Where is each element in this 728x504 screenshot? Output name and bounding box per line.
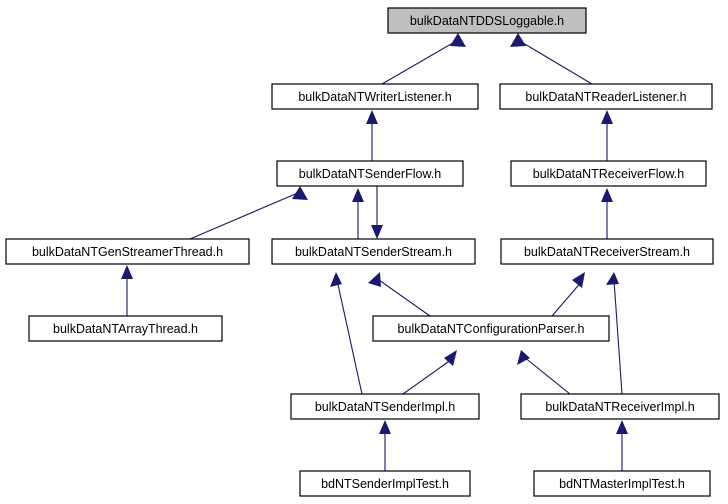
node-label: bulkDataNTReaderListener.h [525,90,686,104]
arrowhead-icon [450,33,466,47]
node-senderImpl[interactable]: bulkDataNTSenderImpl.h [290,393,480,420]
node-label: bdNTMasterImplTest.h [559,477,685,491]
nodes-layer: bulkDataNTDDSLoggable.h bulkDataNTWriterL… [5,7,720,497]
node-box[interactable] [271,238,476,265]
edge-line [613,279,623,395]
node-label: bulkDataNTReceiverFlow.h [533,167,684,181]
node-label: bulkDataNTDDSLoggable.h [410,14,564,28]
node-genStreamerThread[interactable]: bulkDataNTGenStreamerThread.h [5,238,250,265]
node-senderImplTest[interactable]: bdNTSenderImplTest.h [299,470,471,497]
node-receiverStream[interactable]: bulkDataNTReceiverStream.h [500,238,714,265]
arrowhead-icon [517,350,530,365]
edge-senderImpl-to-configParser [402,350,457,395]
edge-configParser-to-senderStream [368,272,431,317]
arrowhead-icon [371,225,383,239]
arrowhead-icon [379,420,391,434]
node-box[interactable] [520,393,720,420]
arrowhead-icon [366,110,378,124]
node-senderFlow[interactable]: bulkDataNTSenderFlow.h [276,160,464,187]
node-ddsLoggable[interactable]: bulkDataNTDDSLoggable.h [387,7,587,34]
arrowhead-icon [572,272,585,288]
node-receiverFlow[interactable]: bulkDataNTReceiverFlow.h [510,160,707,187]
edge-senderImpl-to-senderStream [330,272,363,395]
arrowhead-icon [121,265,133,279]
node-readerListener[interactable]: bulkDataNTReaderListener.h [499,83,713,110]
arrowhead-icon [330,272,342,287]
edge-receiverFlow-to-readerListener [601,110,613,161]
arrowhead-icon [601,188,613,202]
edge-line [402,356,456,395]
node-box[interactable] [299,470,471,497]
arrowhead-icon [510,33,526,47]
edge-senderFlow-to-senderStream [371,186,383,239]
edges-layer [121,33,628,471]
node-box[interactable] [499,83,713,110]
node-label: bulkDataNTReceiverStream.h [524,245,690,259]
edge-masterImplTest-to-receiverImpl [616,420,628,471]
node-arrayThread[interactable]: bulkDataNTArrayThread.h [28,315,223,342]
node-masterImplTest[interactable]: bdNTMasterImplTest.h [533,470,711,497]
edge-arrayThread-to-genStreamerThread [121,265,133,316]
node-box[interactable] [533,470,711,497]
node-label: bdNTSenderImplTest.h [321,477,449,491]
edge-readerListener-to-ddsLoggable [510,33,593,85]
edge-writerListener-to-ddsLoggable [381,33,466,85]
node-label: bulkDataNTConfigurationParser.h [398,322,585,336]
node-label: bulkDataNTSenderFlow.h [299,167,441,181]
edge-senderFlow-to-writerListener [366,110,378,161]
node-receiverImpl[interactable]: bulkDataNTReceiverImpl.h [520,393,720,420]
node-box[interactable] [372,315,610,342]
node-label: bulkDataNTArrayThread.h [53,322,198,336]
node-box[interactable] [276,160,464,187]
node-label: bulkDataNTGenStreamerThread.h [32,245,223,259]
edge-senderImplTest-to-senderImpl [379,420,391,471]
node-senderStream[interactable]: bulkDataNTSenderStream.h [271,238,476,265]
edge-line [189,191,301,240]
node-box[interactable] [387,7,587,34]
edge-receiverStream-to-receiverFlow [601,188,613,239]
edge-receiverImpl-to-configParser [517,350,571,395]
edge-line [336,279,363,395]
arrowhead-icon [616,420,628,434]
node-configParser[interactable]: bulkDataNTConfigurationParser.h [372,315,610,342]
arrowhead-icon [352,188,364,202]
node-label: bulkDataNTReceiverImpl.h [545,400,694,414]
node-writerListener[interactable]: bulkDataNTWriterListener.h [271,83,479,110]
edge-line [551,279,584,317]
node-box[interactable] [5,238,250,265]
arrowhead-icon [606,272,619,285]
node-box[interactable] [290,393,480,420]
node-box[interactable] [271,83,479,110]
node-label: bulkDataNTWriterListener.h [298,90,451,104]
node-label: bulkDataNTSenderImpl.h [315,400,455,414]
arrowhead-icon [368,272,381,287]
arrowhead-icon [601,110,613,124]
node-box[interactable] [510,160,707,187]
node-label: bulkDataNTSenderStream.h [295,245,452,259]
node-box[interactable] [28,315,223,342]
edge-line [517,39,593,85]
edge-line [523,356,571,395]
edge-receiverImpl-to-receiverStream [606,272,623,395]
edge-configParser-to-receiverStream [551,272,585,317]
node-box[interactable] [500,238,714,265]
edge-line [381,39,459,85]
arrowhead-icon [444,350,457,366]
edge-senderStream-to-senderFlow [352,188,364,239]
edge-line [378,279,431,317]
arrowhead-icon [292,186,308,200]
edge-genStreamerThread-to-senderFlow [189,186,308,240]
